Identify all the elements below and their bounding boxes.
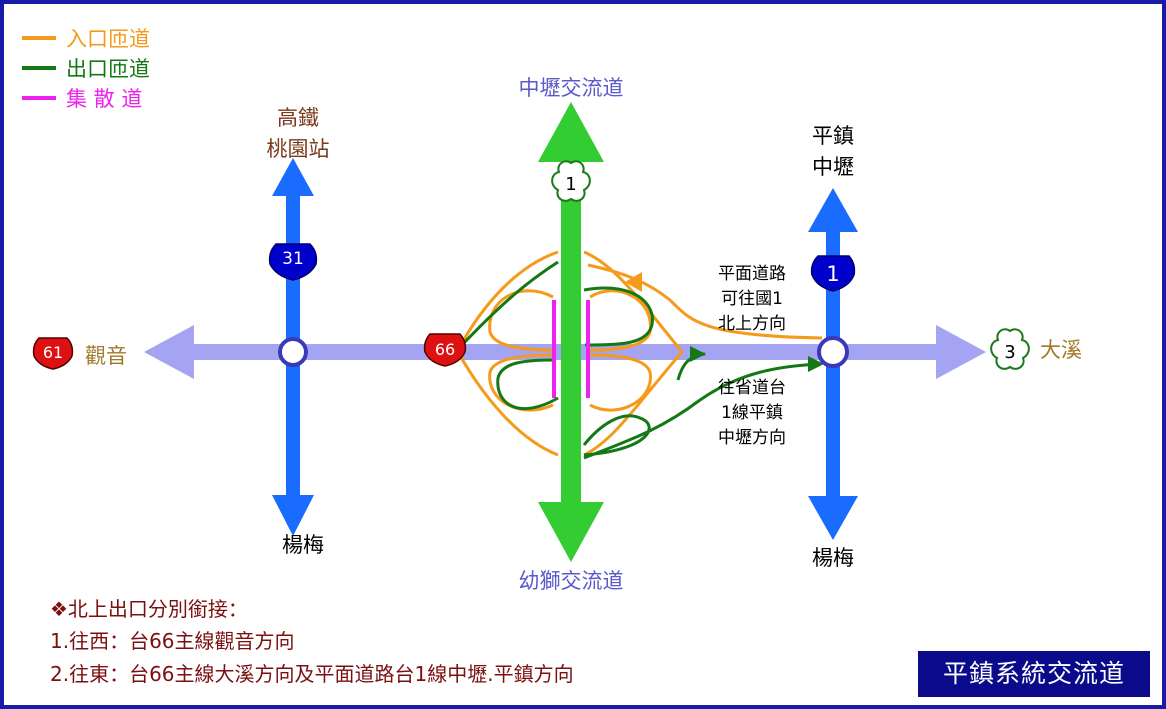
exit-loop: [583, 286, 654, 347]
exit-ramp-to-route1: [583, 362, 821, 460]
exit-loop: [582, 414, 651, 457]
legend: 入口匝道 出口匝道 集 散 道: [22, 27, 150, 111]
route-1-road: [808, 188, 858, 540]
yangmei-left-label: 楊梅: [282, 533, 324, 557]
yangmei-right-label: 楊梅: [812, 546, 854, 570]
junction-circle-west: [278, 337, 308, 367]
arrow-south-icon: [272, 495, 314, 536]
collector-road-west: [552, 300, 556, 398]
guanyin-label: 觀音: [85, 344, 127, 368]
entrance-ramp: [456, 250, 559, 351]
diagram-title: 平鎮系統交流道: [918, 651, 1150, 697]
upper-annotation-line3: 北上方向: [718, 314, 786, 334]
upper-annotation: 平面道路 可往國1 北上方向: [718, 264, 786, 334]
plum-blossom-icon: [990, 328, 1030, 370]
daxi-label: 大溪: [1040, 338, 1082, 362]
route-61-number: 61: [43, 343, 63, 362]
junction-circle-east: [817, 336, 849, 368]
route-31-badge: 31: [268, 243, 318, 281]
exit-loop: [496, 358, 559, 411]
freeway-1-road: [538, 102, 604, 562]
notes-line1: 1.往西：台66主線觀音方向: [50, 629, 295, 653]
route-66-number: 66: [435, 340, 455, 359]
entrance-ramp-to-route1: [587, 263, 823, 340]
interchange-ramps: [456, 250, 824, 460]
route-3-number: 3: [1004, 342, 1015, 363]
arrow-north-icon: [272, 158, 314, 196]
arrow-south-icon: [808, 496, 858, 540]
national-1-number: 1: [565, 174, 576, 195]
hsr-label-line2: 桃園站: [267, 137, 330, 161]
arrow-east-icon: [690, 346, 706, 362]
arrow-north-icon: [538, 102, 604, 162]
entrance-ramp: [583, 250, 684, 353]
entrance-ramp: [456, 351, 559, 457]
notes-line2: 2.往東：台66主線大溪方向及平面道路台1線中壢.平鎮方向: [50, 662, 574, 686]
legend-entrance-label: 入口匝道: [66, 27, 150, 51]
notes: ❖北上出口分別銜接： 1.往西：台66主線觀音方向 2.往東：台66主線大溪方向…: [50, 597, 574, 686]
pingzhen-label-line2: 中壢: [812, 155, 854, 179]
legend-exit-label: 出口匝道: [66, 57, 150, 81]
prov-1-number: 1: [826, 262, 839, 286]
plum-blossom-icon: [551, 160, 591, 202]
shield-icon: [423, 333, 467, 367]
lower-annotation-line2: 1線平鎮: [721, 403, 783, 423]
route-3-badge: 3: [990, 328, 1030, 370]
legend-collector-label: 集 散 道: [66, 87, 142, 111]
arrow-south-icon: [538, 502, 604, 562]
national-1-badge: 1: [551, 160, 591, 202]
upper-annotation-line2: 可往國1: [721, 289, 783, 309]
arrow-east-icon: [936, 325, 986, 379]
collector-road-east: [586, 300, 590, 398]
prov-1-badge: 1: [810, 255, 856, 292]
shield-icon: [268, 243, 318, 281]
shield-icon: [32, 337, 74, 370]
route-66-badge: 66: [423, 333, 467, 367]
north-destination-label: 中壢交流道: [519, 76, 624, 100]
route-31-number: 31: [282, 249, 304, 269]
upper-annotation-line1: 平面道路: [718, 264, 786, 284]
arrow-west-icon: [625, 272, 642, 292]
lower-annotation-line1: 往省道台: [718, 378, 786, 398]
south-destination-label: 幼獅交流道: [519, 569, 624, 593]
pingzhen-label-line1: 平鎮: [812, 124, 854, 148]
notes-heading: ❖北上出口分別銜接：: [50, 597, 248, 621]
lower-annotation: 往省道台 1線平鎮 中壢方向: [718, 378, 786, 448]
arrow-north-icon: [808, 188, 858, 232]
shield-icon: [810, 255, 856, 292]
collector-distributor-roads: [552, 300, 590, 398]
route-61-badge: 61: [32, 337, 74, 370]
exit-ramp: [460, 260, 559, 347]
hsr-label-line1: 高鐵: [277, 106, 319, 130]
arrow-east-icon: [808, 356, 824, 372]
entrance-loop: [589, 353, 652, 412]
entrance-loop: [488, 289, 556, 352]
lower-annotation-line3: 中壢方向: [718, 428, 786, 448]
arrow-west-icon: [144, 325, 194, 379]
